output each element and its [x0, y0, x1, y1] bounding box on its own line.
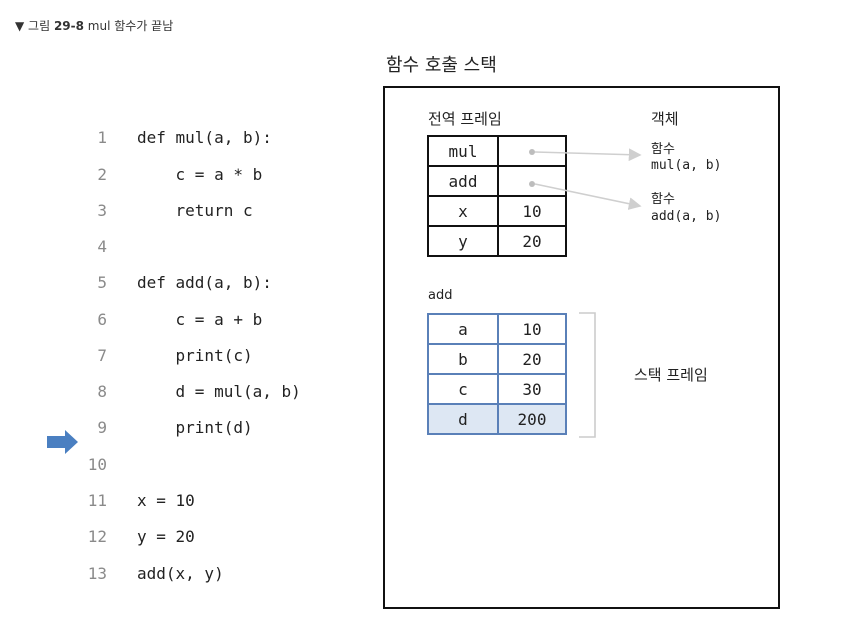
line-number: 4: [97, 237, 107, 256]
var-value: 200: [497, 403, 567, 435]
global-frame-label: 전역 프레임: [428, 110, 502, 128]
var-name: a: [427, 313, 499, 345]
var-name: x: [427, 195, 499, 227]
objects-label: 객체: [651, 110, 679, 128]
object-kind: 함수: [651, 192, 675, 207]
object-signature: mul(a, b): [651, 158, 722, 173]
code-line: add(x, y): [137, 564, 224, 583]
code-line: c = a * b: [137, 165, 263, 184]
code-line: d = mul(a, b): [137, 382, 301, 401]
var-value: [497, 165, 567, 197]
caption-figure-number: 29-8: [53, 19, 84, 33]
object-signature: add(a, b): [651, 209, 722, 224]
add-frame-label: add: [428, 288, 453, 303]
call-stack-panel: [383, 86, 780, 609]
code-line: print(c): [137, 346, 253, 365]
caption-text: mul 함수가 끝남: [83, 19, 174, 33]
line-number: 12: [87, 527, 107, 546]
code-line: y = 20: [137, 527, 195, 546]
var-value: 10: [497, 313, 567, 345]
line-number: 3: [97, 201, 107, 220]
var-name: add: [427, 165, 499, 197]
var-name: d: [427, 403, 499, 435]
code-line: c = a + b: [137, 310, 263, 329]
code-line: print(d): [137, 418, 253, 437]
line-number: 8: [97, 382, 107, 401]
object-kind: 함수: [651, 142, 675, 157]
global-row: mul: [427, 135, 567, 167]
code-line: return c: [137, 201, 253, 220]
code-line: x = 10: [137, 491, 195, 510]
var-name: c: [427, 373, 499, 405]
current-line-arrow-icon: [47, 430, 78, 454]
code-line: def add(a, b):: [137, 273, 272, 292]
line-number: 2: [97, 165, 107, 184]
caption-prefix: ▼ 그림: [15, 19, 54, 33]
var-name: mul: [427, 135, 499, 167]
line-number: 5: [97, 273, 107, 292]
global-row: add: [427, 165, 567, 197]
line-number: 11: [87, 491, 107, 510]
var-value: 20: [497, 343, 567, 375]
figure-caption: ▼ 그림 29-8 mul 함수가 끝남: [15, 17, 173, 34]
line-number: 13: [87, 564, 107, 583]
var-value: 20: [497, 225, 567, 257]
var-name: b: [427, 343, 499, 375]
code-line: def mul(a, b):: [137, 128, 272, 147]
var-value: [497, 135, 567, 167]
var-name: y: [427, 225, 499, 257]
line-number: 1: [97, 128, 107, 147]
var-value: 10: [497, 195, 567, 227]
line-number: 7: [97, 346, 107, 365]
stack-frame-caption: 스택 프레임: [634, 366, 708, 384]
var-value: 30: [497, 373, 567, 405]
line-number: 6: [97, 310, 107, 329]
line-number: 9: [97, 418, 107, 437]
line-number: 10: [87, 455, 107, 474]
stack-title: 함수 호출 스택: [386, 55, 497, 76]
